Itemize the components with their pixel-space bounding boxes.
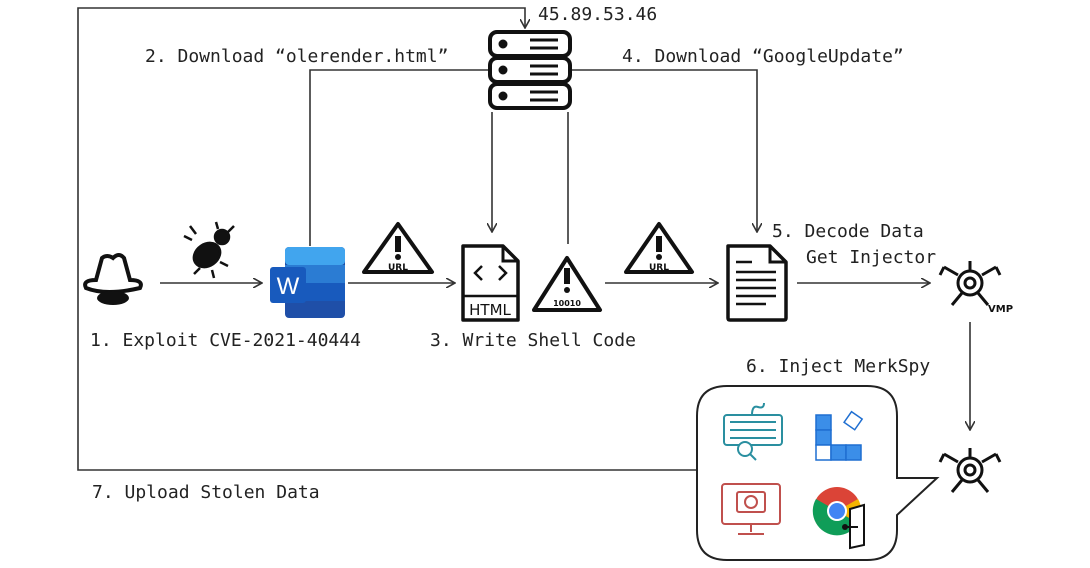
chrome-backdoor-icon	[812, 487, 865, 550]
step-4-label: 4. Download “GoogleUpdate”	[622, 46, 904, 67]
bug-icon	[183, 221, 235, 279]
keylogger-icon	[723, 402, 783, 461]
url-warning-icon: URL	[362, 222, 434, 274]
connectors	[77, 7, 970, 471]
server-ip: 45.89.53.46	[538, 4, 657, 25]
app-blocks-icon	[815, 410, 864, 461]
step-5-label: 5. Decode Data	[772, 221, 924, 242]
url-warning-icon-2: URL	[624, 222, 694, 274]
vmp-label: VMP	[988, 304, 1013, 315]
step-1-label: 1. Exploit CVE-2021-40444	[90, 330, 361, 351]
word-document-icon: W	[270, 247, 345, 318]
step-6-label: 6. Inject MerkSpy	[746, 356, 930, 377]
url-warning-label: URL	[388, 263, 408, 273]
url-warning-label-2: URL	[649, 263, 669, 273]
step-2-label: 2. Download “olerender.html”	[145, 46, 448, 67]
step-5-sublabel: Get Injector	[806, 247, 936, 268]
server-icon	[488, 30, 572, 110]
download-olerender-line	[309, 69, 490, 246]
html-file-icon: HTML	[461, 244, 520, 322]
download-googleupdate-arrow	[570, 69, 757, 232]
step-7-label: 7. Upload Stolen Data	[92, 482, 320, 503]
vmp-injector-icon	[938, 261, 1002, 306]
binary-warning-label: 10010	[553, 299, 581, 308]
merkspy-capabilities-bubble	[696, 385, 940, 561]
word-letter: W	[277, 273, 300, 300]
hacker-icon	[83, 253, 143, 305]
binary-warning-icon: 10010	[532, 256, 602, 312]
merkspy-injector-icon	[938, 448, 1002, 493]
decoded-document-icon	[726, 244, 788, 322]
upload-loop-arrow	[77, 7, 700, 471]
html-file-label: HTML	[469, 301, 511, 319]
screenshot-monitor-icon	[721, 483, 781, 535]
step-3-label: 3. Write Shell Code	[430, 330, 636, 351]
